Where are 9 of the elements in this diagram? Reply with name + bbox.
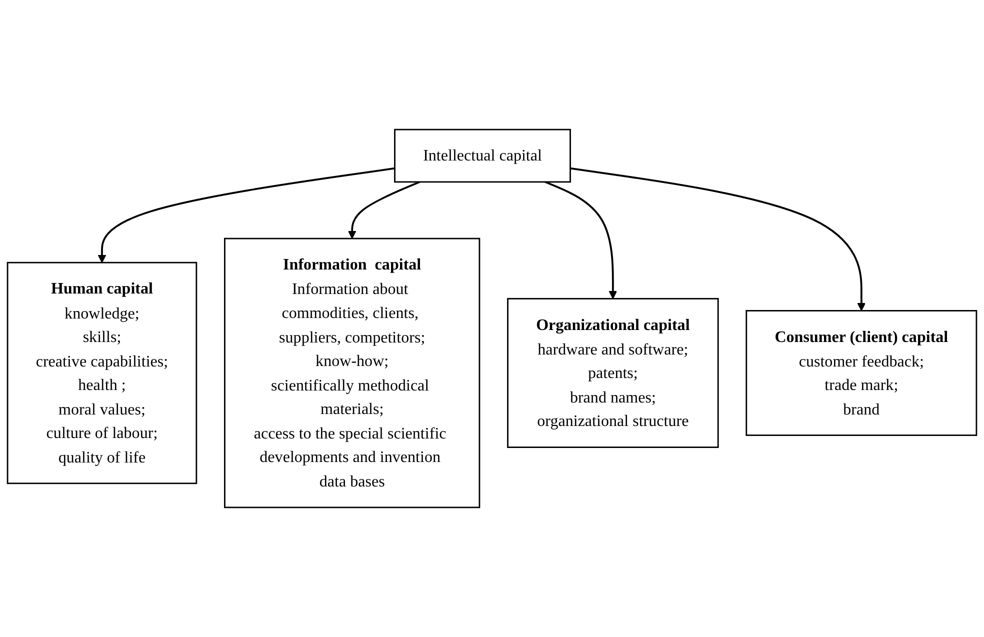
arrow [98,167,395,263]
node-box: Organizational capital hardware and software; patents; brand names; organizational structure [507,298,719,448]
node-box: Intellectual capital [394,128,571,183]
node-box: Information capital Information about commodities, clients, suppliers, competitors; know-how; scientifically methodical materials; access to the special scientific developments and invention data bases [224,238,480,508]
node-box: Consumer (client) capital customer feedback; trade mark; brand [746,310,978,436]
node-box: Human capital knowledge; skills; creative capabilities; health ; moral values; culture of labour; quality of life [6,262,198,484]
arrow [570,167,866,312]
arrow [348,181,420,239]
arrow [544,181,618,300]
